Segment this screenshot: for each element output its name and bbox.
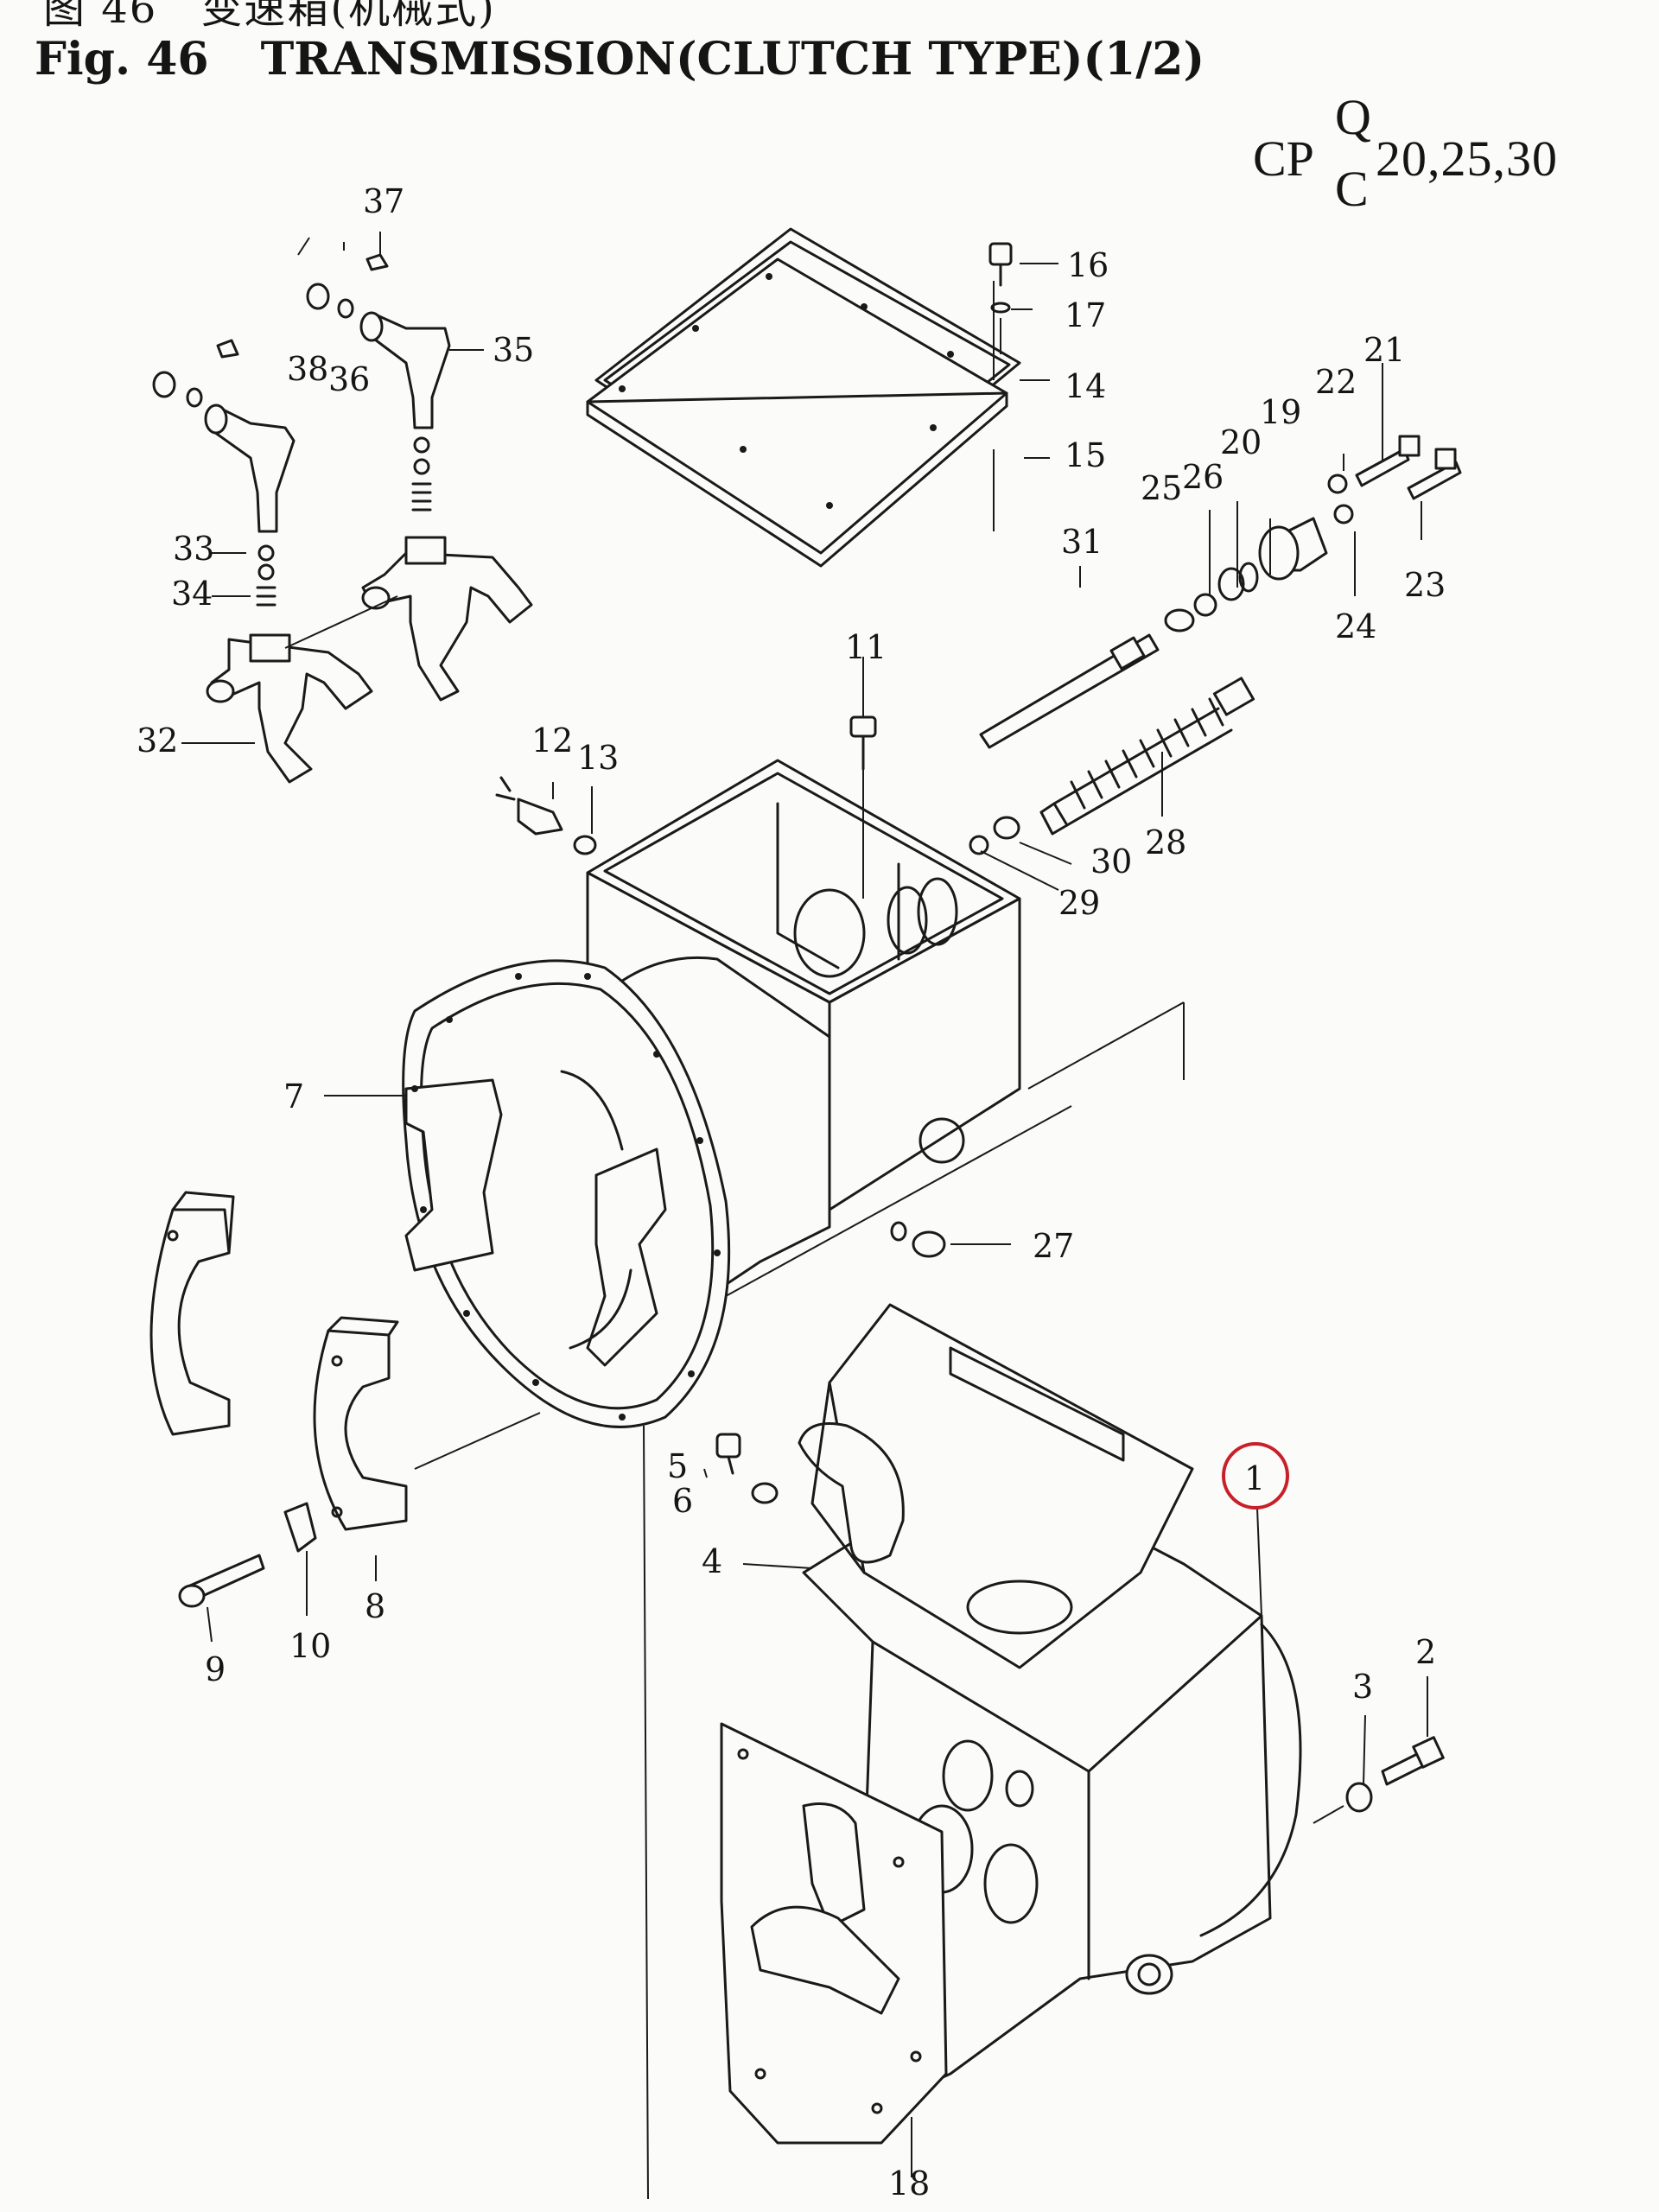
callout-32: 32 xyxy=(137,721,178,760)
callout-8: 8 xyxy=(365,1587,385,1625)
callout-16: 16 xyxy=(1067,246,1109,284)
chinese-title: 图 46 变速箱(机械式) xyxy=(43,0,496,33)
switch-part xyxy=(495,776,597,855)
callout-19: 19 xyxy=(1260,393,1301,431)
callout-17: 17 xyxy=(1065,296,1106,334)
plug-part xyxy=(890,1221,946,1258)
callout-4: 4 xyxy=(702,1542,722,1580)
callout-7: 7 xyxy=(283,1077,304,1116)
drain-plug-part xyxy=(849,657,877,899)
callout-33: 33 xyxy=(173,530,214,568)
callout-1: 1 xyxy=(1244,1459,1265,1497)
callout-34: 34 xyxy=(171,575,213,613)
callout-6: 6 xyxy=(672,1482,693,1520)
callout-38: 38 xyxy=(287,350,328,388)
model-upper-variant: Q xyxy=(1335,89,1371,145)
model-lower-variant: C xyxy=(1335,161,1369,217)
callout-25: 25 xyxy=(1141,469,1182,507)
model-prefix: CP xyxy=(1253,130,1314,187)
shift-fork-assembly xyxy=(152,253,533,784)
seal-rings-part xyxy=(969,816,1020,855)
callout-24: 24 xyxy=(1335,607,1376,645)
transmission-case-part xyxy=(402,759,1185,1428)
callout-30: 30 xyxy=(1090,842,1132,880)
callout-10: 10 xyxy=(289,1627,331,1665)
callout-35: 35 xyxy=(493,331,534,369)
callout-1-highlight-circle xyxy=(1222,1442,1289,1510)
figure-heading: Fig. 46 TRANSMISSION(CLUTCH TYPE)(1/2) xyxy=(35,33,1205,86)
callout-31: 31 xyxy=(1061,523,1103,561)
callout-18: 18 xyxy=(888,2164,930,2202)
model-designation: CP Q C 20,25,30 xyxy=(1253,89,1557,217)
top-cover-part xyxy=(586,227,1021,568)
model-sizes: 20,25,30 xyxy=(1376,130,1558,187)
leader-lines xyxy=(181,232,1428,1785)
bearing-cap-part xyxy=(149,1191,541,1608)
figure-number: Fig. 46 xyxy=(35,33,209,86)
cover-bolt-part xyxy=(988,242,1013,354)
callout-21: 21 xyxy=(1363,331,1405,369)
callout-22: 22 xyxy=(1315,363,1357,401)
callout-5: 5 xyxy=(667,1447,688,1485)
callout-14: 14 xyxy=(1065,367,1106,405)
callout-labels: 37 35 38 36 33 34 32 16 17 14 15 31 25 2… xyxy=(137,182,1446,2202)
gasket-plate-part xyxy=(643,1425,948,2200)
callout-2: 2 xyxy=(1415,1633,1436,1671)
callout-3: 3 xyxy=(1352,1668,1373,1706)
callout-12: 12 xyxy=(531,721,573,760)
callout-37: 37 xyxy=(363,182,404,220)
callout-28: 28 xyxy=(1145,823,1186,861)
callout-13: 13 xyxy=(577,739,619,777)
flange-bolt-holes xyxy=(411,973,721,1421)
figure-title: TRANSMISSION(CLUTCH TYPE)(1/2) xyxy=(260,33,1205,86)
callout-36: 36 xyxy=(328,360,370,398)
callout-15: 15 xyxy=(1065,436,1106,474)
callout-9: 9 xyxy=(205,1650,226,1688)
callout-26: 26 xyxy=(1182,458,1224,496)
callout-11: 11 xyxy=(845,628,887,666)
callout-29: 29 xyxy=(1058,884,1100,922)
spring-part xyxy=(1039,677,1255,836)
shift-shaft-part xyxy=(979,567,1245,749)
callout-20: 20 xyxy=(1220,423,1262,461)
callout-23: 23 xyxy=(1404,566,1446,604)
callout-27: 27 xyxy=(1033,1227,1074,1265)
bolt-washer-part xyxy=(715,1433,779,1504)
side-bolt-part xyxy=(1313,1736,1445,1824)
